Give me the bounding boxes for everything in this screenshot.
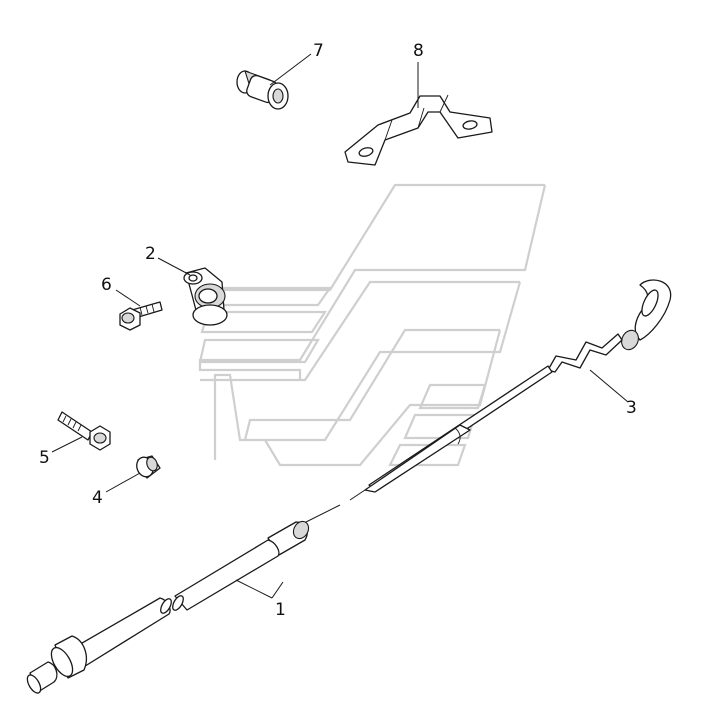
part-7-grommet bbox=[236, 70, 289, 110]
part-3-dipstick bbox=[299, 279, 672, 526]
callout-7: 7 bbox=[313, 41, 324, 61]
callout-6: 6 bbox=[101, 275, 112, 295]
callout-3: 3 bbox=[626, 398, 637, 418]
callout-1: 1 bbox=[275, 600, 286, 620]
callout-8: 8 bbox=[413, 41, 424, 61]
part-4-collar bbox=[136, 455, 161, 479]
part-5-bolt bbox=[57, 411, 111, 451]
part-6-bolt bbox=[119, 301, 163, 331]
callout-4: 4 bbox=[92, 488, 103, 508]
callout-2: 2 bbox=[145, 244, 156, 264]
callout-5: 5 bbox=[39, 448, 50, 468]
part-8-bracket bbox=[344, 94, 493, 166]
watermark-logo bbox=[198, 183, 547, 467]
part-1-tube bbox=[26, 520, 310, 694]
leader-lines bbox=[51, 53, 629, 599]
part-2-clamp bbox=[183, 267, 228, 326]
